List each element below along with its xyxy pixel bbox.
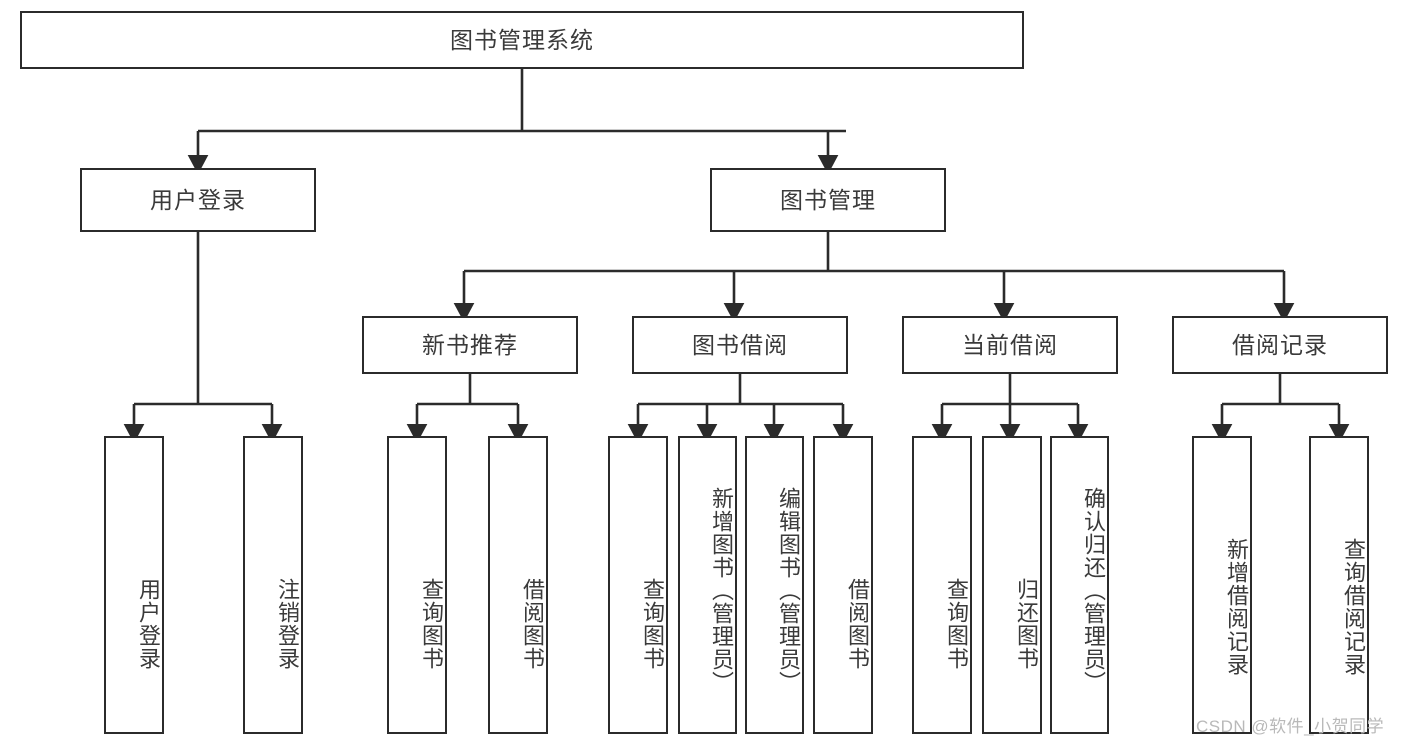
leaf-confirm-return-label: 确认归还（管理员） [1081, 486, 1106, 694]
node-borrow-record-label: 借阅记录 [1232, 331, 1328, 358]
leaf-return-book[interactable]: 归还图书 [982, 436, 1042, 734]
leaf-add-record[interactable]: 新增借阅记录 [1192, 436, 1252, 734]
leaf-query-record[interactable]: 查询借阅记录 [1309, 436, 1369, 734]
leaf-query-book-3-label: 查询图书 [944, 578, 969, 670]
leaf-query-record-label: 查询借阅记录 [1341, 538, 1366, 676]
leaf-add-record-label: 新增借阅记录 [1224, 538, 1249, 676]
leaf-query-book-2[interactable]: 查询图书 [608, 436, 668, 734]
leaf-user-logout-label: 注销登录 [275, 578, 300, 670]
leaf-user-login-label: 用户登录 [136, 578, 161, 670]
leaf-user-login[interactable]: 用户登录 [104, 436, 164, 734]
node-new-book-recommend-label: 新书推荐 [422, 331, 518, 358]
leaf-user-logout[interactable]: 注销登录 [243, 436, 303, 734]
leaf-borrow-book-1[interactable]: 借阅图书 [488, 436, 548, 734]
leaf-borrow-book-2-label: 借阅图书 [845, 578, 870, 670]
leaf-edit-book[interactable]: 编辑图书（管理员） [745, 436, 804, 734]
node-user-login[interactable]: 用户登录 [80, 168, 316, 232]
leaf-borrow-book-1-label: 借阅图书 [520, 578, 545, 670]
leaf-add-book-label: 新增图书（管理员） [709, 486, 734, 694]
leaf-return-book-label: 归还图书 [1014, 578, 1039, 670]
leaf-edit-book-label: 编辑图书（管理员） [776, 486, 801, 694]
leaf-add-book[interactable]: 新增图书（管理员） [678, 436, 737, 734]
node-book-manage-label: 图书管理 [780, 186, 876, 213]
node-current-borrow[interactable]: 当前借阅 [902, 316, 1118, 374]
node-root-label: 图书管理系统 [450, 26, 594, 53]
leaf-borrow-book-2[interactable]: 借阅图书 [813, 436, 873, 734]
leaf-query-book-1-label: 查询图书 [419, 578, 444, 670]
node-root[interactable]: 图书管理系统 [20, 11, 1024, 69]
node-book-borrow-label: 图书借阅 [692, 331, 788, 358]
leaf-query-book-2-label: 查询图书 [640, 578, 665, 670]
leaf-query-book-1[interactable]: 查询图书 [387, 436, 447, 734]
leaf-confirm-return[interactable]: 确认归还（管理员） [1050, 436, 1109, 734]
node-user-login-label: 用户登录 [150, 186, 246, 213]
node-book-borrow[interactable]: 图书借阅 [632, 316, 848, 374]
leaf-query-book-3[interactable]: 查询图书 [912, 436, 972, 734]
node-borrow-record[interactable]: 借阅记录 [1172, 316, 1388, 374]
node-current-borrow-label: 当前借阅 [962, 331, 1058, 358]
node-book-manage[interactable]: 图书管理 [710, 168, 946, 232]
node-new-book-recommend[interactable]: 新书推荐 [362, 316, 578, 374]
